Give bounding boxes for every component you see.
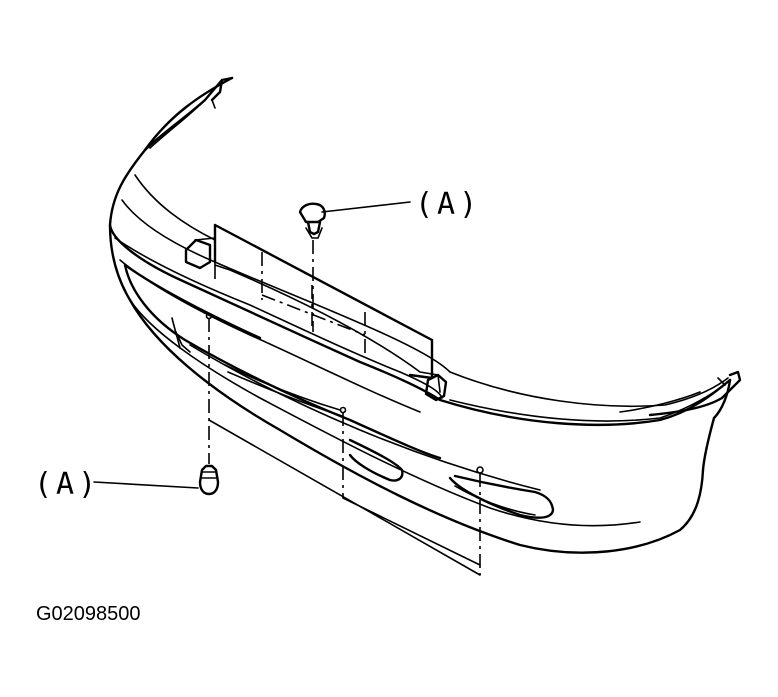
center-plate	[184, 223, 448, 402]
lower-mount-lines	[205, 312, 484, 576]
upper-clip-head	[298, 202, 326, 224]
upper-callout-label: (A)	[415, 187, 481, 222]
left-recess	[171, 317, 191, 353]
figure-code: G02098500	[36, 603, 141, 625]
center-plate-lower	[194, 237, 441, 393]
bumper-ridge-right	[449, 387, 721, 422]
left-flange-detail	[149, 99, 216, 149]
center-plate-tab-right	[424, 373, 448, 402]
right-slot	[348, 438, 404, 482]
lower-groove	[189, 344, 541, 491]
lower-leader-line	[93, 481, 199, 489]
lower-clip-head	[198, 464, 220, 496]
fog-lamp-inner	[454, 485, 536, 516]
right-flange	[648, 370, 742, 417]
upper-clip	[298, 201, 411, 332]
upper-clip-barb	[305, 227, 323, 239]
right-flange-detail	[619, 377, 726, 413]
lower-callout-label: (A)	[34, 467, 100, 502]
center-plate-tab-left	[184, 238, 212, 270]
center-plate-outline	[213, 223, 434, 380]
upper-leader-line	[321, 201, 411, 213]
center-slot	[224, 364, 343, 417]
bumper-top-edge	[108, 76, 732, 427]
grille-upper-band	[114, 237, 443, 399]
bumper-upper-line	[121, 199, 729, 407]
lower-edge-thickness	[129, 299, 641, 527]
lower-clip	[93, 318, 220, 496]
upper-clip-stem	[306, 220, 322, 236]
bumper-ridge	[134, 174, 216, 241]
bumper-openings	[114, 237, 641, 527]
bumper-face-lower	[108, 223, 705, 554]
lower-clip-ribs	[201, 471, 217, 479]
